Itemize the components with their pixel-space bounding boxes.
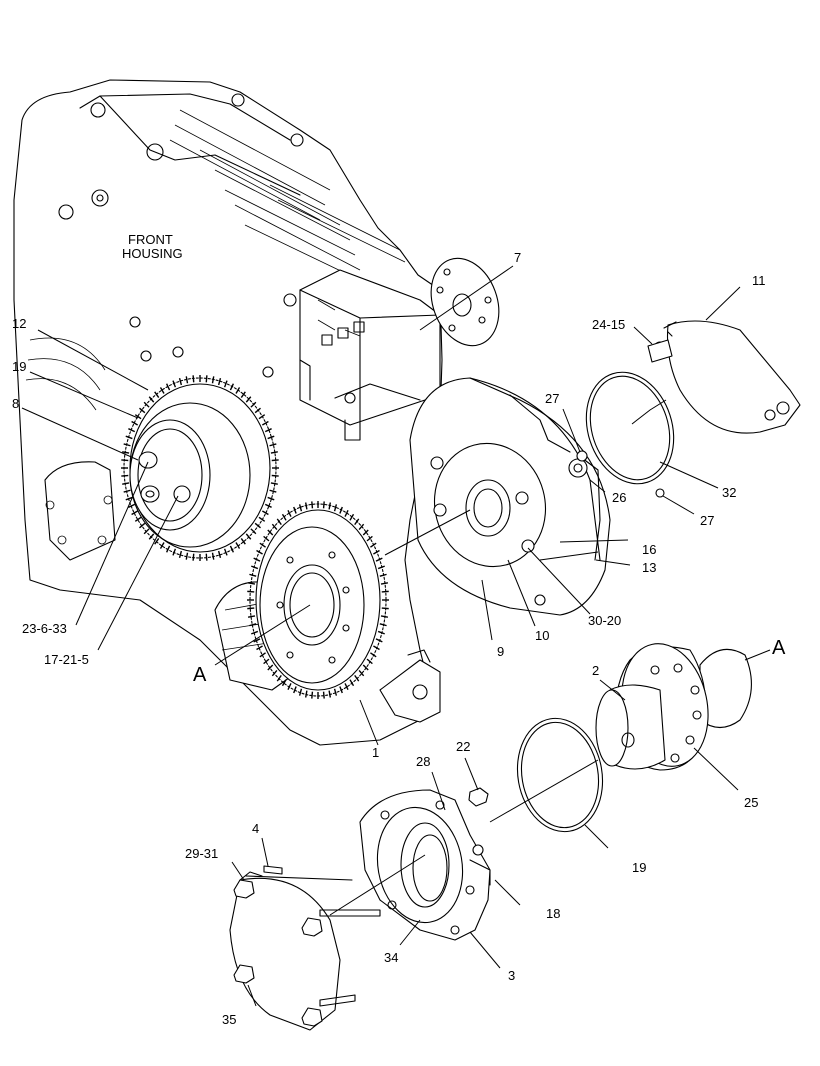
section-marker-a-right: A	[772, 637, 786, 659]
gear-1	[249, 503, 387, 697]
callout-34: 34	[384, 950, 398, 965]
callout-7: 7	[514, 250, 521, 265]
gasket-32	[585, 371, 675, 485]
callout-4: 4	[252, 821, 259, 836]
callout-10: 10	[535, 628, 549, 643]
callout-28: 28	[416, 754, 430, 769]
callout-32: 32	[722, 485, 736, 500]
callout-labels: FRONT HOUSING A A 1 2 3 4 7 8 9 10 11 12…	[12, 232, 786, 1027]
leader-lines	[21, 265, 771, 1007]
cover-35	[229, 865, 381, 1031]
callout-30-20: 30-20	[588, 613, 621, 628]
callout-17-21-5: 17-21-5	[44, 652, 89, 667]
callout-29-31: 29-31	[185, 846, 218, 861]
callout-8: 8	[12, 396, 19, 411]
callout-1: 1	[372, 745, 379, 760]
dowel-24-15	[647, 339, 673, 363]
callout-26: 26	[612, 490, 626, 505]
section-marker-a-left: A	[193, 664, 207, 686]
callout-27-upper: 27	[545, 391, 559, 406]
upper-gear-teeth	[121, 375, 279, 561]
plate-7	[430, 257, 500, 347]
callout-2: 2	[592, 663, 599, 678]
o-ring-19-lower	[516, 717, 604, 833]
callout-12: 12	[12, 316, 26, 331]
front-housing-label-line1: FRONT	[128, 232, 173, 247]
callout-22: 22	[456, 739, 470, 754]
callout-11: 11	[752, 273, 766, 288]
callout-27-lower: 27	[700, 513, 714, 528]
gear-1-teeth	[247, 501, 389, 699]
cover-11	[653, 320, 801, 434]
plug-27-lower	[655, 488, 665, 498]
callout-3: 3	[508, 968, 515, 983]
callout-35: 35	[222, 1012, 236, 1027]
front-housing-label-line2: HOUSING	[122, 246, 183, 261]
callout-19-upper: 19	[12, 359, 26, 374]
coupling-2	[595, 643, 752, 771]
callout-18: 18	[546, 906, 560, 921]
callout-9: 9	[497, 644, 504, 659]
housing-3	[359, 789, 491, 941]
upper-idler-gear	[123, 377, 277, 559]
callout-24-15: 24-15	[592, 317, 625, 332]
callout-25: 25	[744, 795, 758, 810]
callout-16: 16	[642, 542, 656, 557]
callout-23-6-33: 23-6-33	[22, 621, 67, 636]
cover-9	[409, 377, 611, 616]
callout-13: 13	[642, 560, 656, 575]
bolt-22	[468, 787, 489, 807]
callout-19-lower: 19	[632, 860, 646, 875]
